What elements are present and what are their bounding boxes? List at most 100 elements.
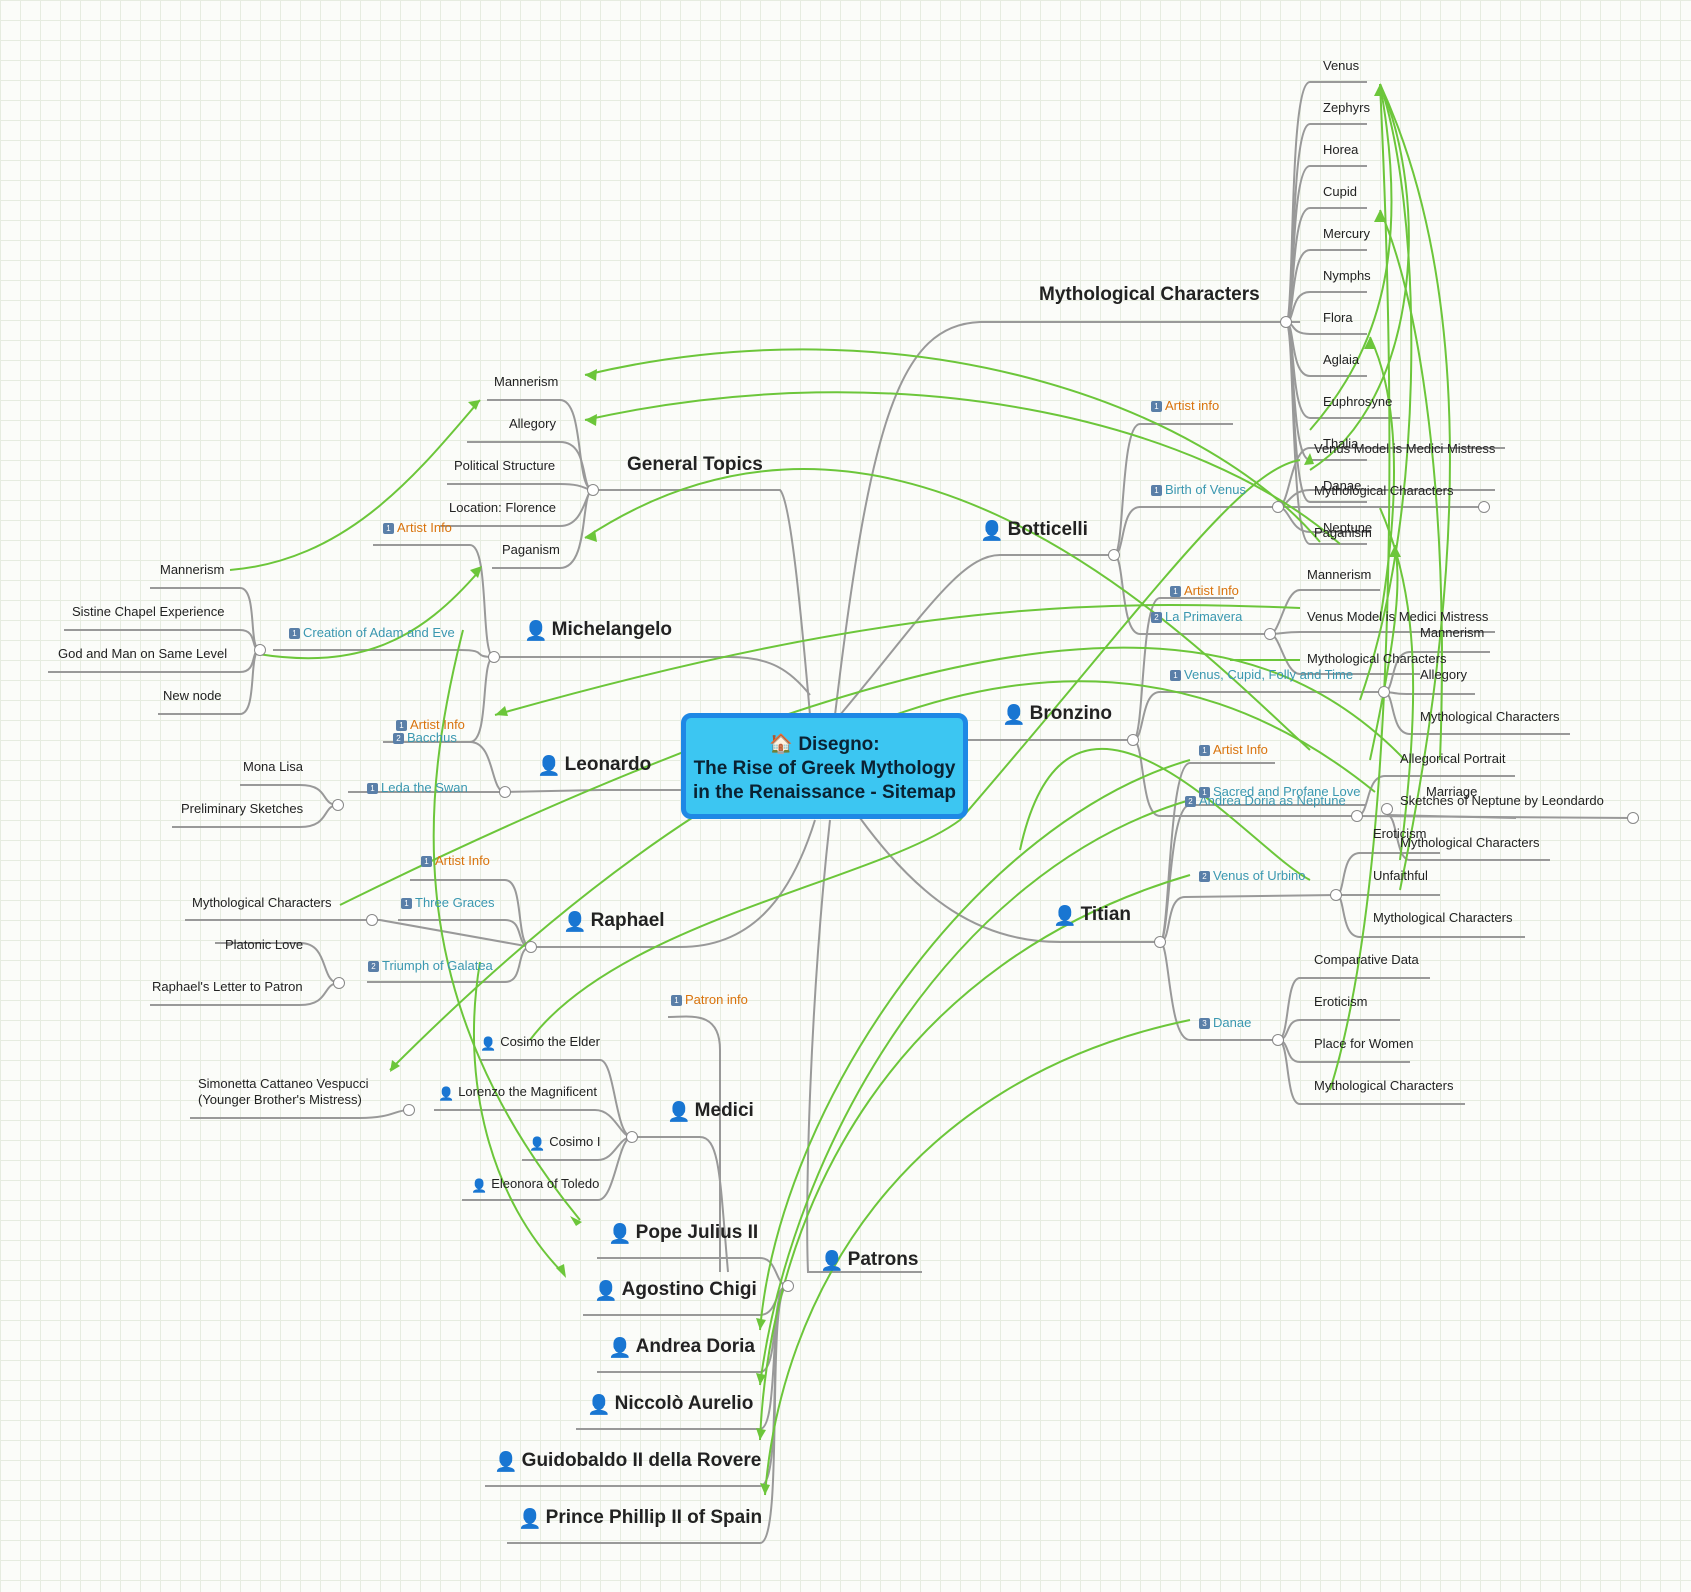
bott-primavera-venus-model[interactable]: Venus Model is Medici Mistress [1307,609,1489,624]
myth-cupid[interactable]: Cupid [1323,184,1357,199]
hub-leda[interactable] [332,799,344,811]
myth-euphrosyne[interactable]: Euphrosyne [1323,394,1393,409]
hub-medici[interactable] [626,1131,638,1143]
hub-sacred-profane[interactable] [1381,803,1393,815]
myth-thalia[interactable]: Thalia [1323,436,1359,451]
myth-horea[interactable]: Horea [1323,142,1359,157]
bron-doria-mythological[interactable]: Mythological Characters [1400,835,1540,850]
bott-birth-mythological[interactable]: Mythological Characters [1314,483,1454,498]
titian-danae-mythological[interactable]: Mythological Characters [1314,1078,1454,1093]
hub-botticelli[interactable] [1108,549,1120,561]
hub-primavera[interactable] [1264,628,1276,640]
myth-aglaia[interactable]: Aglaia [1323,352,1360,367]
leo-preliminary-sketches[interactable]: Preliminary Sketches [181,801,304,816]
hub-michelangelo[interactable] [488,651,500,663]
patron-prince-phillip[interactable]: 👤Prince Phillip II of Spain [518,1507,762,1531]
hub-galatea[interactable] [333,977,345,989]
mich-new-node[interactable]: New node [163,688,222,703]
gt-location-florence[interactable]: Location: Florence [449,500,556,515]
medici-cosimo-elder[interactable]: 👤Cosimo the Elder [480,1034,600,1051]
bott-birth-mannerism[interactable]: Mannerism [1307,567,1372,582]
hub-mythological[interactable] [1280,316,1292,328]
topic-michelangelo[interactable]: 👤Michelangelo [524,619,672,643]
raph-platonic-love[interactable]: Platonic Love [225,937,304,952]
gt-paganism[interactable]: Paganism [502,542,560,557]
titian-comparative-data[interactable]: Comparative Data [1314,952,1419,967]
topic-general-topics[interactable]: General Topics [627,454,763,475]
bron-mythological[interactable]: Mythological Characters [1420,709,1560,724]
central-topic-node[interactable]: 🏠 Disegno: The Rise of Greek Mythology i… [681,713,968,819]
patron-niccolo-aurelio[interactable]: 👤Niccolò Aurelio [587,1393,753,1417]
bott-birth-paganism[interactable]: Paganism [1314,525,1372,540]
hub-urbino[interactable] [1330,889,1342,901]
hub-bronzino[interactable] [1127,734,1139,746]
myth-venus[interactable]: Venus [1323,58,1360,73]
myth-mercury[interactable]: Mercury [1323,226,1370,241]
topic-medici[interactable]: 👤Medici [667,1100,754,1124]
titian-urbino-mythological[interactable]: Mythological Characters [1373,910,1513,925]
titian-danae-eroticism[interactable]: Eroticism [1314,994,1368,1009]
topic-bronzino[interactable]: 👤Bronzino [1002,703,1112,727]
leo-mona-lisa[interactable]: Mona Lisa [243,759,303,774]
myth-neptune[interactable]: Neptune [1323,520,1373,535]
gt-allegory[interactable]: Allegory [509,416,556,431]
patron-andrea-doria[interactable]: 👤Andrea Doria [608,1336,755,1360]
expand-toggle-icon[interactable] [1627,812,1639,824]
hub-general-topics[interactable] [587,484,599,496]
hub-patrons[interactable] [782,1280,794,1292]
topic-leonardo[interactable]: 👤Leonardo [537,754,651,778]
bron-allegory[interactable]: Allegory [1420,667,1467,682]
gt-political-structure[interactable]: Political Structure [454,458,556,473]
myth-zephyrs[interactable]: Zephyrs [1323,100,1370,115]
expand-toggle-icon[interactable] [1478,501,1490,513]
hub-raphael[interactable] [525,941,537,953]
medici-eleonora[interactable]: 👤Eleonora of Toledo [471,1176,599,1193]
myth-nymphs[interactable]: Nymphs [1323,268,1371,283]
bron-mannerism[interactable]: Mannerism [1420,625,1485,640]
medici-simonetta-line2[interactable]: (Younger Brother's Mistress) [198,1092,362,1107]
topic-patrons[interactable]: 👤Patrons [820,1249,918,1273]
mich-sistine-chapel[interactable]: Sistine Chapel Experience [72,604,225,619]
titian-eroticism[interactable]: Eroticism [1373,826,1427,841]
patron-guidobaldo[interactable]: 👤Guidobaldo II della Rovere [494,1450,761,1474]
raph-letter-to-patron[interactable]: Raphael's Letter to Patron [152,979,303,994]
topic-titian[interactable]: 👤Titian [1053,904,1131,928]
patron-pope-julius[interactable]: 👤Pope Julius II [608,1222,758,1246]
patron-agostino-chigi[interactable]: 👤Agostino Chigi [594,1279,757,1303]
titian-place-for-women[interactable]: Place for Women [1314,1036,1414,1051]
hub-creation-of-adam[interactable] [254,644,266,656]
hub-leonardo[interactable] [499,786,511,798]
titian-unfaithful[interactable]: Unfaithful [1373,868,1428,883]
hub-birth-of-venus[interactable] [1272,501,1284,513]
topic-mythological-characters[interactable]: Mythological Characters [1039,284,1260,305]
gt-mannerism[interactable]: Mannerism [494,374,559,389]
medici-cosimo-i[interactable]: 👤Cosimo I [529,1134,600,1151]
topic-raphael[interactable]: 👤Raphael [563,910,665,934]
topic-botticelli[interactable]: 👤Botticelli [980,519,1088,543]
medici-lorenzo[interactable]: 👤Lorenzo the Magnificent [438,1084,597,1101]
medici-simonetta-line1[interactable]: Simonetta Cattaneo Vespucci [198,1076,369,1091]
bott-primavera-mythological[interactable]: Mythological Characters [1307,651,1447,666]
myth-danae[interactable]: Danae [1323,478,1362,493]
hub-lorenzo[interactable] [403,1104,415,1116]
